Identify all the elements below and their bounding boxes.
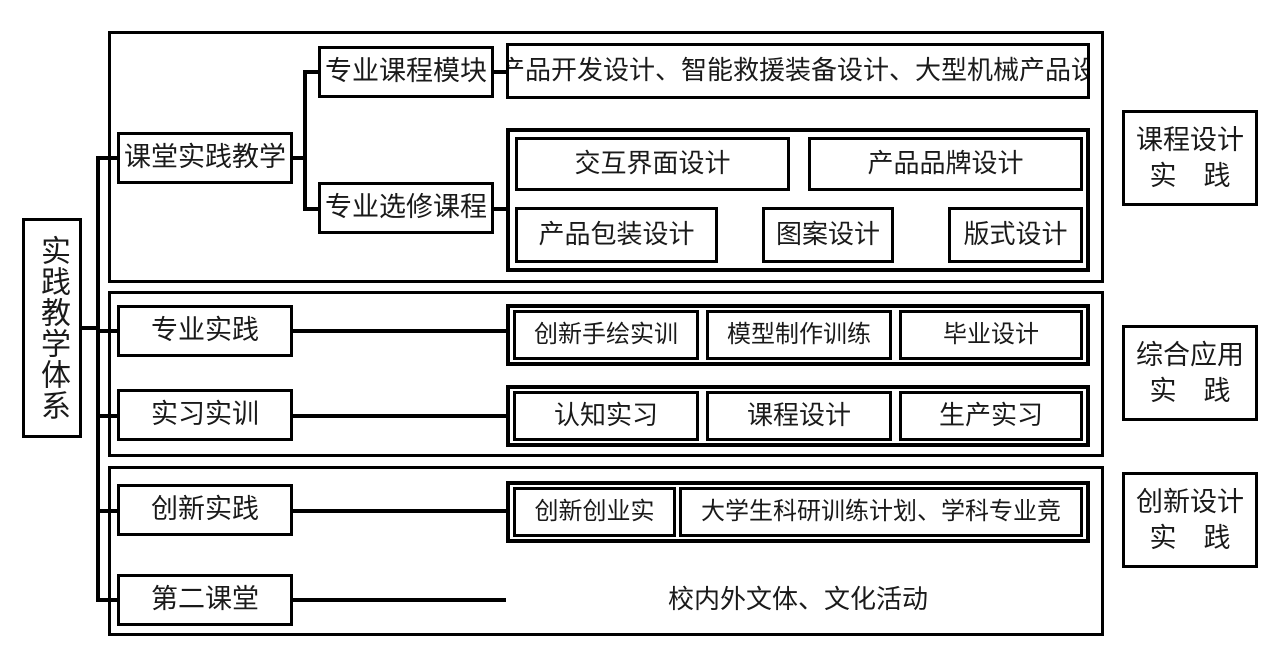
connector-module-to-content [492,70,508,74]
content-elective-pattern-design[interactable]: 图案设计 [762,207,894,263]
node-internship-training[interactable]: 实习实训 [117,389,293,441]
connector-major-practice-to-content [291,329,507,333]
side-label-course-design-practice: 课程设计 实 践 [1122,110,1258,206]
group-box-course-design-practice [108,31,1104,283]
node-major-elective-course[interactable]: 专业选修课程 [318,182,494,234]
content-student-research-training-plan[interactable]: 大学生科研训练计划、学科专业竞 [679,487,1083,537]
connector-classroom-branch-vertical [303,71,307,211]
content-campus-cultural-activities[interactable]: 校内外文体、文化活动 [506,571,1090,629]
group-box-innovation-design-practice [108,466,1104,636]
content-graduation-design[interactable]: 毕业设计 [899,310,1083,360]
connector-to-major-course-module [303,70,321,74]
root-node-practice-teaching-system: 实践教学体系 [22,218,82,438]
connector-spine-to-classroom [96,156,118,160]
content-creative-sketch-training[interactable]: 创新手绘实训 [513,310,699,360]
content-elective-product-brand-design[interactable]: 产品品牌设计 [808,137,1083,191]
content-elective-ui-design[interactable]: 交互界面设计 [515,137,790,191]
node-major-course-module[interactable]: 专业课程模块 [318,46,494,98]
content-innovation-entrepreneurship[interactable]: 创新创业实 [513,487,676,537]
connector-elective-to-content [492,207,508,211]
connector-spine-vertical [96,158,100,602]
content-cognitive-internship[interactable]: 认知实习 [513,391,699,441]
connector-spine-to-internship [96,414,118,418]
side-label-innovation-design-practice: 创新设计 实 践 [1122,472,1258,568]
connector-classroom-out [291,156,305,160]
connector-second-classroom-to-content [291,598,507,602]
node-second-classroom[interactable]: 第二课堂 [117,574,293,626]
group-box-comprehensive-application-practice [108,291,1104,457]
connector-innovation-to-content [291,509,507,513]
node-innovation-practice[interactable]: 创新实践 [117,484,293,536]
connector-root-to-spine [82,326,100,330]
connector-internship-to-content [291,414,507,418]
content-model-making-training[interactable]: 模型制作训练 [706,310,892,360]
node-classroom-practice-teaching[interactable]: 课堂实践教学 [117,132,293,184]
content-production-internship[interactable]: 生产实习 [899,391,1083,441]
connector-spine-to-major-practice [96,329,118,333]
content-elective-layout-design[interactable]: 版式设计 [948,207,1083,263]
node-major-practice[interactable]: 专业实践 [117,305,293,357]
content-major-course-module-list: 产品开发设计、智能救援装备设计、大型机械产品设 [506,43,1090,99]
content-course-design[interactable]: 课程设计 [706,391,892,441]
connector-spine-to-second-classroom [96,598,118,602]
side-label-comprehensive-application-practice: 综合应用 实 践 [1122,325,1258,421]
content-elective-product-packaging-design[interactable]: 产品包装设计 [515,207,718,263]
connector-spine-to-innovation [96,509,118,513]
connector-to-major-elective-course [303,207,321,211]
